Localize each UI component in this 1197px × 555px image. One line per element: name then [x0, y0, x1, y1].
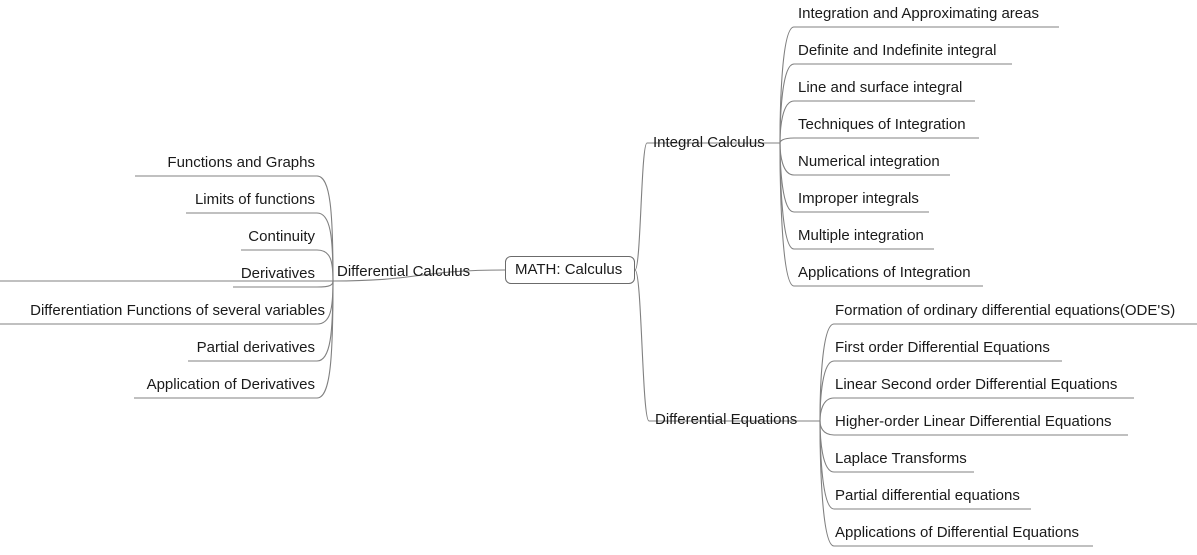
leaf-node[interactable]: Multiple integration — [798, 227, 924, 244]
root-node[interactable]: MATH: Calculus — [505, 256, 635, 284]
leaf-node[interactable]: Continuity — [248, 228, 315, 245]
connector-leaf — [316, 249, 334, 282]
connector-leaf — [819, 420, 835, 547]
leaf-node[interactable]: Definite and Indefinite integral — [798, 42, 997, 59]
leaf-node[interactable]: Techniques of Integration — [798, 116, 966, 133]
connector-leaf — [819, 323, 835, 422]
connector-leaf — [316, 212, 334, 282]
leaf-node[interactable]: First order Differential Equations — [835, 339, 1050, 356]
leaf-node[interactable]: Partial differential equations — [835, 487, 1020, 504]
connector-leaf — [819, 397, 835, 422]
connector-leaf — [779, 63, 795, 144]
connector-leaf — [779, 142, 795, 250]
leaf-node[interactable]: Functions and Graphs — [167, 154, 315, 171]
connector-leaf — [819, 420, 835, 473]
connector-leaf — [779, 142, 795, 176]
connector-leaf — [779, 142, 795, 213]
connector-leaf — [779, 137, 795, 144]
connector-leaf — [316, 280, 334, 362]
connector-root-differential-equations — [634, 269, 650, 422]
leaf-node[interactable]: Differentiation Functions of several var… — [30, 302, 325, 319]
connector-leaf — [316, 280, 334, 399]
leaf-node[interactable]: Improper integrals — [798, 190, 919, 207]
connector-root-integral-calculus — [634, 142, 648, 271]
branch-label-differential-equations[interactable]: Differential Equations — [655, 411, 798, 428]
leaf-node[interactable]: Linear Second order Differential Equatio… — [835, 376, 1118, 393]
leaf-node[interactable]: Higher-order Linear Differential Equatio… — [835, 413, 1112, 430]
leaf-node[interactable]: Application of Derivatives — [146, 376, 315, 393]
connector-leaf — [316, 280, 334, 288]
leaf-node[interactable]: Line and surface integral — [798, 79, 963, 96]
leaf-node[interactable]: Derivatives — [240, 265, 315, 282]
leaf-node[interactable]: Limits of functions — [194, 191, 315, 208]
connector-leaf — [779, 142, 795, 287]
connector-leaf — [316, 175, 334, 282]
connector-leaf — [819, 360, 835, 422]
leaf-node[interactable]: Integration and Approximating areas — [798, 5, 1039, 22]
leaf-node[interactable]: Numerical integration — [798, 153, 940, 170]
leaf-node[interactable]: Applications of Differential Equations — [835, 524, 1080, 541]
leaf-node[interactable]: Partial derivatives — [196, 339, 315, 356]
leaf-node[interactable]: Applications of Integration — [798, 264, 971, 281]
leaf-node[interactable]: Formation of ordinary differential equat… — [835, 302, 1176, 319]
leaf-node[interactable]: Laplace Transforms — [835, 450, 967, 467]
connector-leaf — [819, 420, 835, 436]
branch-label-differential-calculus[interactable]: Differential Calculus — [337, 263, 471, 280]
connector-leaf — [779, 26, 795, 144]
branch-label-integral-calculus[interactable]: Integral Calculus — [653, 134, 765, 151]
connector-leaf — [779, 100, 795, 144]
connector-leaf — [819, 420, 835, 510]
